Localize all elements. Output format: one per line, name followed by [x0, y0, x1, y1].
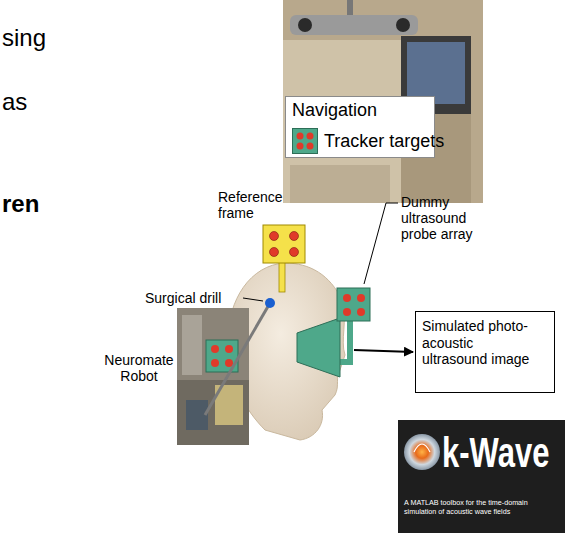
logo-box: k-Wave A MATLAB toolbox for the time-doma… — [398, 420, 565, 533]
logo-tagline: A MATLAB toolbox for the time-domain sim… — [404, 498, 562, 516]
logo-wordmark: k-Wave — [442, 432, 549, 474]
part-label: Surgical drill — [145, 290, 221, 306]
legend-text: Tracker targets — [324, 131, 444, 152]
part-label: Neuromate Robot — [100, 352, 178, 384]
slide-text: ren — [2, 190, 39, 218]
part-label: Reference frame — [218, 189, 298, 221]
output-box: Simulated photo-acoustic ultrasound imag… — [415, 311, 555, 393]
box-title: Navigation — [292, 100, 377, 122]
drill-tip — [265, 298, 275, 308]
reference-frame — [263, 225, 305, 292]
ultrasound-probe — [297, 288, 370, 377]
output-arrow — [354, 350, 413, 352]
part-label: Dummy ultrasound probe array — [401, 194, 489, 242]
leader-line — [364, 203, 398, 284]
slide-text: as — [2, 88, 27, 116]
leader-line — [243, 298, 263, 301]
slide-text: sing — [2, 24, 46, 52]
tracker-icon — [292, 128, 318, 154]
kwave-logo — [398, 420, 565, 533]
box-text: Simulated photo-acoustic ultrasound imag… — [422, 318, 530, 368]
navigation-photo — [283, 0, 483, 203]
legend-item: Tracker targets — [292, 128, 444, 154]
robot-photo — [177, 308, 249, 445]
drill-shaft — [205, 303, 270, 415]
